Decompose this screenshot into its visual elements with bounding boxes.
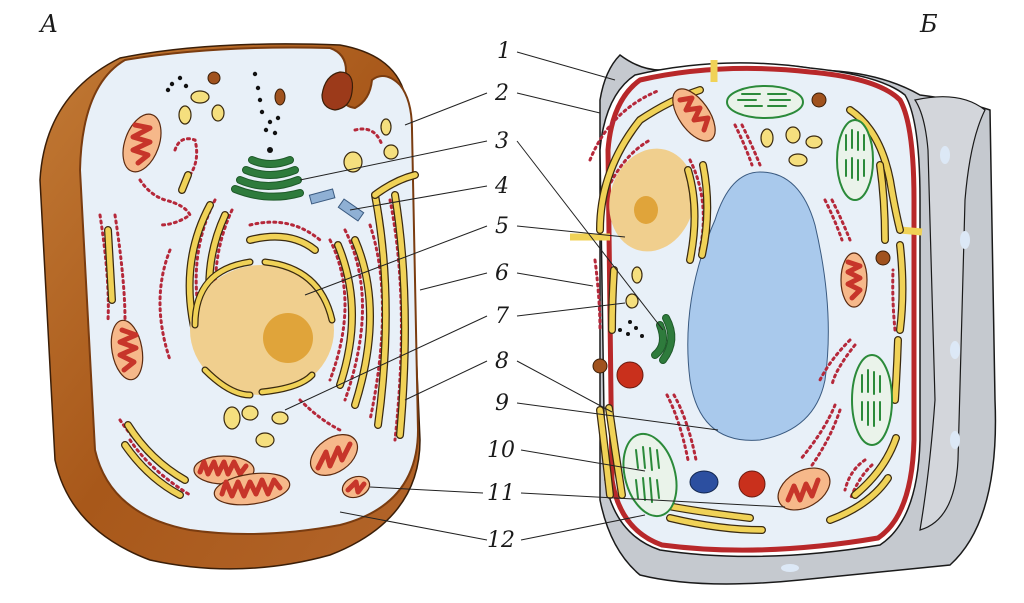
smooth-er: [104, 171, 419, 499]
label-3: 3: [495, 129, 509, 154]
granule: [274, 88, 286, 106]
plant-cell: [570, 54, 997, 585]
animal-nucleus: [190, 258, 336, 399]
granule: [207, 71, 221, 85]
label-11: 11: [487, 481, 515, 506]
number-labels: 1 2 3 4 5 6 7 8 9 10 11 12: [487, 39, 515, 553]
plant-ribosomes: [618, 320, 644, 338]
chloroplasts: [622, 85, 893, 518]
label-4: 4: [494, 174, 509, 199]
plant-smooth-er: [596, 86, 907, 534]
peroxisome: [875, 250, 891, 266]
plant-nucleus: [609, 148, 695, 252]
ribosomes: [165, 71, 281, 153]
plant-er: [588, 88, 897, 502]
panel-label-a: А: [38, 10, 58, 38]
animal-cell: [39, 43, 421, 570]
plant-vesicles: [625, 126, 823, 309]
peroxisome: [592, 358, 608, 374]
endocytic-pocket: [321, 71, 354, 111]
label-2: 2: [494, 81, 509, 106]
plant-mitochondria: [672, 88, 868, 511]
label-10: 10: [487, 438, 515, 463]
label-5: 5: [495, 214, 509, 239]
label-9: 9: [495, 391, 509, 416]
vesicles: [178, 90, 399, 448]
panel-label-b: Б: [919, 10, 938, 38]
mitochondria: [110, 113, 371, 506]
label-8: 8: [495, 349, 509, 374]
leader-lines: [284, 51, 786, 541]
label-12: 12: [487, 528, 515, 553]
lysosome: [616, 361, 644, 389]
nucleolus: [263, 313, 313, 363]
lysosome: [738, 470, 766, 498]
label-7: 7: [495, 304, 509, 329]
golgi-apparatus: [231, 156, 304, 201]
label-1: 1: [497, 39, 511, 64]
oil-body: [689, 470, 719, 494]
nucleus: [190, 265, 334, 395]
label-6: 6: [495, 261, 509, 286]
peroxisome: [811, 92, 827, 108]
neighbor-wall: [914, 96, 986, 531]
